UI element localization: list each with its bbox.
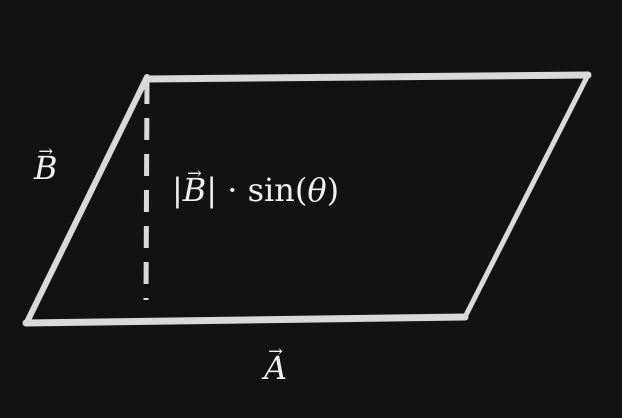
- sin-function: sin: [247, 171, 295, 209]
- height-dashed-line: [143, 81, 150, 301]
- height-vector-symbol: B: [182, 171, 207, 209]
- vector-a-symbol: A: [264, 349, 288, 387]
- height-formula-label: |→B| · sin(θ): [172, 165, 340, 209]
- theta-symbol: θ: [307, 171, 327, 209]
- vector-a-edge: [22, 313, 469, 327]
- multiply-dot: ·: [227, 171, 238, 209]
- vector-b-arrow: →: [38, 142, 54, 163]
- vector-b-label: →B: [34, 143, 58, 187]
- paren-close: ): [326, 171, 340, 209]
- abs-bar-right: |: [206, 171, 218, 209]
- vector-b-edge: [25, 74, 150, 323]
- height-vector-arrow: →: [187, 164, 202, 185]
- right-edge: [462, 74, 590, 320]
- paren-open: (: [294, 171, 308, 209]
- vector-a-arrow: →: [268, 342, 283, 363]
- vector-a-label: →A: [264, 343, 288, 387]
- top-edge: [143, 71, 592, 83]
- abs-bar-left: |: [172, 171, 183, 209]
- vector-b-symbol: B: [34, 149, 58, 187]
